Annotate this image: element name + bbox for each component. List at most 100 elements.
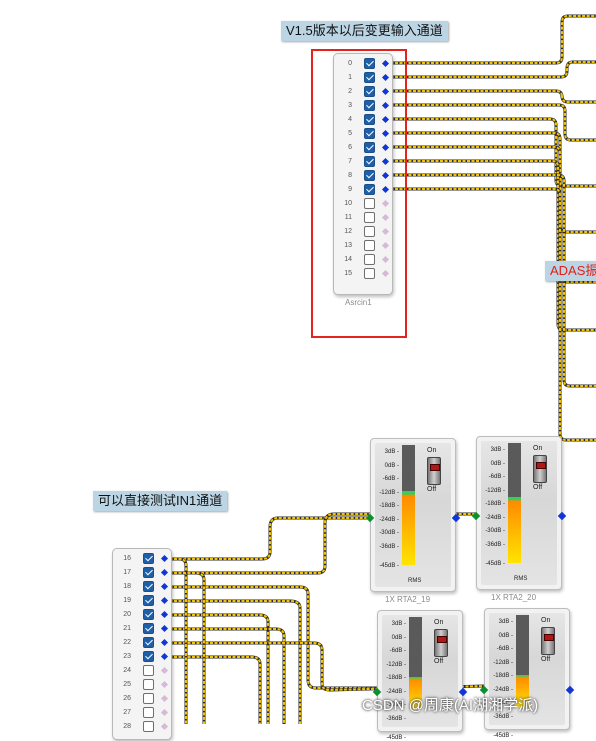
channel-number: 16 — [123, 555, 131, 562]
wire-asrc-1 — [386, 60, 596, 79]
switch-off-label: Off — [427, 486, 437, 493]
channel-row: 0 — [334, 57, 392, 71]
toggle-switch[interactable] — [533, 455, 547, 483]
channel-checkbox[interactable] — [143, 623, 154, 634]
channel-row: 4 — [334, 113, 392, 127]
channel-checkbox[interactable] — [364, 170, 375, 181]
rta-module[interactable]: 3dB -0dB --6dB --12dB --18dB --24dB --30… — [471, 436, 567, 602]
db-scale-label: -6dB - — [389, 648, 406, 654]
channel-checkbox[interactable] — [143, 637, 154, 648]
channel-number: 15 — [344, 270, 352, 277]
output-pin-icon[interactable] — [160, 610, 169, 619]
wire-in19-down — [165, 599, 302, 724]
db-scale-label: -30dB - — [485, 528, 505, 534]
channel-checkbox[interactable] — [364, 240, 375, 251]
output-pin-icon[interactable] — [160, 694, 169, 703]
output-pin-icon[interactable] — [160, 582, 169, 591]
channel-checkbox[interactable] — [364, 128, 375, 139]
channel-checkbox[interactable] — [364, 156, 375, 167]
rta-module[interactable]: 3dB -0dB --6dB --12dB --18dB --24dB --30… — [372, 610, 468, 741]
output-pin-icon[interactable] — [160, 596, 169, 605]
db-scale-label: -36dB - — [386, 715, 406, 722]
channel-checkbox[interactable] — [143, 609, 154, 620]
toggle-switch[interactable] — [541, 627, 555, 655]
channel-row: 3 — [334, 99, 392, 113]
output-pin-icon[interactable] — [160, 652, 169, 661]
channel-number: 27 — [123, 709, 131, 716]
channel-row: 1 — [334, 71, 392, 85]
output-pin-icon[interactable] — [160, 666, 169, 675]
db-scale-label: -18dB - — [485, 501, 505, 507]
db-scale-label: -12dB - — [493, 659, 513, 666]
channel-checkbox[interactable] — [143, 665, 154, 676]
output-pin-icon[interactable] — [160, 624, 169, 633]
rms-label: RMS — [408, 578, 422, 584]
channel-checkbox[interactable] — [364, 212, 375, 223]
channel-row: 17 — [113, 566, 171, 580]
output-pin-icon[interactable] — [160, 568, 169, 577]
channel-number: 7 — [348, 158, 352, 165]
db-scale-label: -12dB - — [386, 661, 406, 668]
channel-checkbox[interactable] — [364, 114, 375, 125]
channel-checkbox[interactable] — [364, 226, 375, 237]
channel-number: 22 — [123, 639, 131, 646]
channel-checkbox[interactable] — [364, 86, 375, 97]
channel-checkbox[interactable] — [364, 142, 375, 153]
channel-checkbox[interactable] — [364, 58, 375, 69]
output-pin-icon[interactable] — [160, 638, 169, 647]
channel-row: 23 — [113, 650, 171, 664]
db-scale-label: -45dB - — [485, 561, 505, 567]
channel-checkbox[interactable] — [143, 651, 154, 662]
output-pin-icon[interactable] — [160, 708, 169, 717]
channel-number: 20 — [123, 611, 131, 618]
level-fill — [402, 490, 415, 565]
channel-row: 2 — [334, 85, 392, 99]
output-pin-icon[interactable] — [160, 722, 169, 731]
rms-label: RMS — [514, 576, 528, 582]
channel-number: 2 — [348, 88, 352, 95]
channel-checkbox[interactable] — [143, 581, 154, 592]
level-meter — [409, 617, 422, 709]
db-scale-label: -45dB - — [379, 563, 399, 569]
channel-row: 13 — [334, 239, 392, 253]
rta-module[interactable]: 3dB -0dB --6dB --12dB --18dB --24dB --30… — [365, 438, 461, 604]
rta-module[interactable]: 3dB -0dB --6dB --12dB --18dB --24dB --30… — [479, 608, 575, 739]
channel-checkbox[interactable] — [143, 553, 154, 564]
db-scale-label: -18dB - — [379, 503, 399, 509]
output-pin-icon[interactable] — [160, 680, 169, 689]
channel-checkbox[interactable] — [143, 721, 154, 732]
channel-checkbox[interactable] — [364, 184, 375, 195]
toggle-switch[interactable] — [427, 457, 441, 485]
channel-checkbox[interactable] — [364, 268, 375, 279]
toggle-switch[interactable] — [434, 629, 448, 657]
channel-row: 20 — [113, 608, 171, 622]
channel-checkbox[interactable] — [364, 72, 375, 83]
db-scale-label: -18dB - — [493, 673, 513, 679]
switch-off-label: Off — [434, 658, 444, 665]
wire-asrc-2 — [386, 89, 596, 104]
channel-checkbox[interactable] — [143, 595, 154, 606]
wire-asrc-7 — [386, 159, 596, 332]
level-meter — [402, 445, 415, 565]
switch-on-label: On — [434, 619, 444, 626]
channel-number: 21 — [123, 625, 131, 632]
rta-panel: 3dB -0dB --6dB --12dB --18dB --24dB --30… — [489, 613, 565, 739]
channel-number: 5 — [348, 130, 352, 137]
note-version-input-change: V1.5版本以后变更输入通道 — [281, 21, 448, 41]
channel-checkbox[interactable] — [143, 679, 154, 690]
channel-number: 8 — [348, 172, 352, 179]
channel-row: 15 — [334, 267, 392, 281]
channel-checkbox[interactable] — [143, 707, 154, 718]
channel-checkbox[interactable] — [364, 198, 375, 209]
channel-checkbox[interactable] — [364, 100, 375, 111]
switch-on-label: On — [541, 617, 551, 624]
channel-checkbox[interactable] — [143, 693, 154, 704]
rta-panel: 3dB -0dB --6dB --12dB --18dB --24dB --30… — [375, 443, 451, 587]
channel-number: 10 — [344, 200, 352, 207]
output-pin-icon[interactable] — [160, 554, 169, 563]
channel-number: 6 — [348, 144, 352, 151]
channel-checkbox[interactable] — [143, 567, 154, 578]
channel-checkbox[interactable] — [364, 254, 375, 265]
